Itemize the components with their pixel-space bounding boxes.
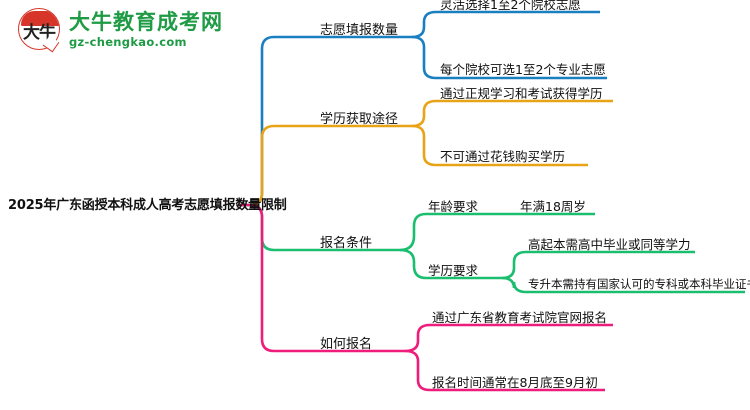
sub-node-xueli-yaoqiu[interactable]: 学历要求 [428, 263, 479, 278]
leaf-node-branch3-edu-item2[interactable]: 专升本需持有国家认可的专科或本科毕业证书 [528, 277, 750, 291]
leaf-node-branch1-item2[interactable]: 每个院校可选1至2个专业志愿 [440, 62, 606, 77]
branch-node-ruhe-baoming[interactable]: 如何报名 [320, 337, 373, 352]
leaf-node-branch2-item1[interactable]: 通过正规学习和考试获得学历 [440, 86, 603, 101]
brand-name-cn: 大牛教育成考网 [69, 9, 223, 34]
leaf-node-branch2-item2[interactable]: 不可通过花钱购买学历 [440, 149, 566, 164]
brand-block: 大牛教育成考网 gz-chengkao.com [69, 9, 223, 49]
edge-branch2-to-leaf-1 [411, 99, 613, 128]
sub-node-nianling-yaoqiu[interactable]: 年龄要求 [428, 199, 479, 214]
branch-node-baoming-tiaojian[interactable]: 报名条件 [320, 236, 373, 251]
mindmap-root-node[interactable]: 2025年广东函授本科成人高考志愿填报数量限制 [8, 198, 287, 213]
edge-branch1-to-leaf-1 [411, 10, 600, 39]
daniu-seal-icon: 大牛 [18, 8, 62, 53]
edge-root-to-branch-4 [239, 203, 318, 353]
seal-ring [18, 8, 60, 50]
leaf-node-branch4-item1[interactable]: 通过广东省教育考试院官网报名 [432, 310, 608, 325]
edge-root-to-branch-2 [239, 124, 318, 207]
brand-domain: gz-chengkao.com [69, 34, 187, 49]
branch-node-xueli-huoqu-tujing[interactable]: 学历获取途径 [320, 112, 399, 127]
branch-node-zhiyuan-tianbao-shuliang[interactable]: 志愿填报数量 [320, 23, 399, 38]
site-logo: 大牛 大牛教育成考网 gz-chengkao.com [18, 8, 223, 53]
leaf-node-branch4-item2[interactable]: 报名时间通常在8月底至9月初 [432, 375, 598, 390]
edge-root-to-branch-1 [239, 35, 318, 207]
edge-sub2-to-leaf-1 [501, 250, 695, 280]
leaf-node-branch3-age-item1[interactable]: 年满18周岁 [520, 199, 586, 214]
seal-cap [20, 10, 59, 26]
edge-branch4-to-leaf-1 [404, 323, 613, 353]
edge-branch3-to-sub-1 [399, 212, 503, 252]
leaf-node-branch1-item1[interactable]: 灵活选择1至2个院校志愿 [440, 0, 581, 12]
leaf-node-branch3-edu-item1[interactable]: 高起本需高中毕业或同等学力 [528, 237, 691, 252]
